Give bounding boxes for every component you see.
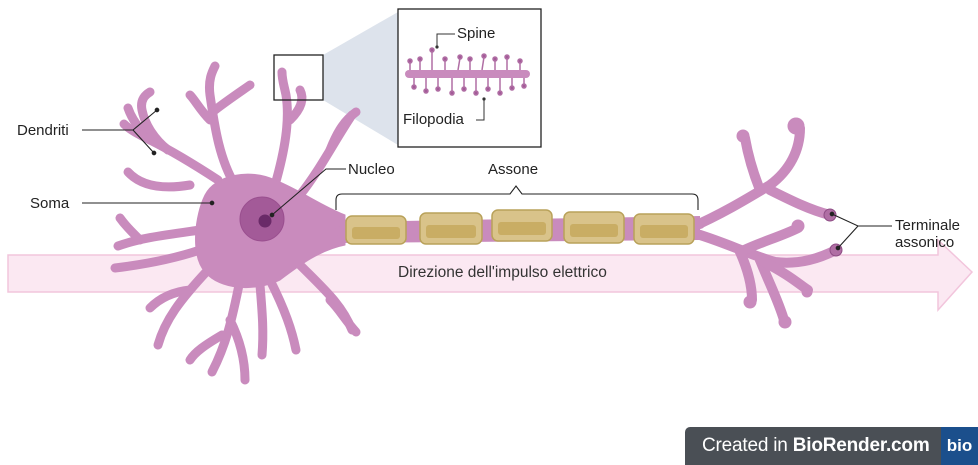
badge-prefix: Created in bbox=[702, 435, 793, 456]
badge-brand: BioRender.com bbox=[792, 435, 930, 456]
label-filopodia: Filopodia bbox=[403, 111, 465, 128]
label-nucleus: Nucleo bbox=[348, 161, 395, 178]
badge-text: Created in BioRender.com bbox=[702, 435, 930, 457]
myelin-sheaths bbox=[345, 209, 695, 245]
zoom-callout-box bbox=[273, 54, 324, 101]
label-soma: Soma bbox=[30, 195, 70, 212]
label-terminal-line2: assonico bbox=[895, 234, 954, 251]
label-dendrites: Dendriti bbox=[17, 122, 69, 139]
label-terminal-line1: Terminale bbox=[895, 217, 960, 234]
biorender-logo-icon: bio bbox=[941, 427, 978, 465]
leader-lines bbox=[82, 107, 892, 251]
inset-panel bbox=[397, 8, 542, 148]
nucleolus bbox=[258, 214, 272, 228]
inset-zoom-cone bbox=[323, 12, 398, 145]
label-spine: Spine bbox=[457, 25, 495, 42]
biorender-badge[interactable]: Created in BioRender.com bio bbox=[685, 427, 978, 465]
label-impulse-direction: Direzione dell'impulso elettrico bbox=[398, 264, 607, 281]
label-axon: Assone bbox=[488, 161, 538, 178]
